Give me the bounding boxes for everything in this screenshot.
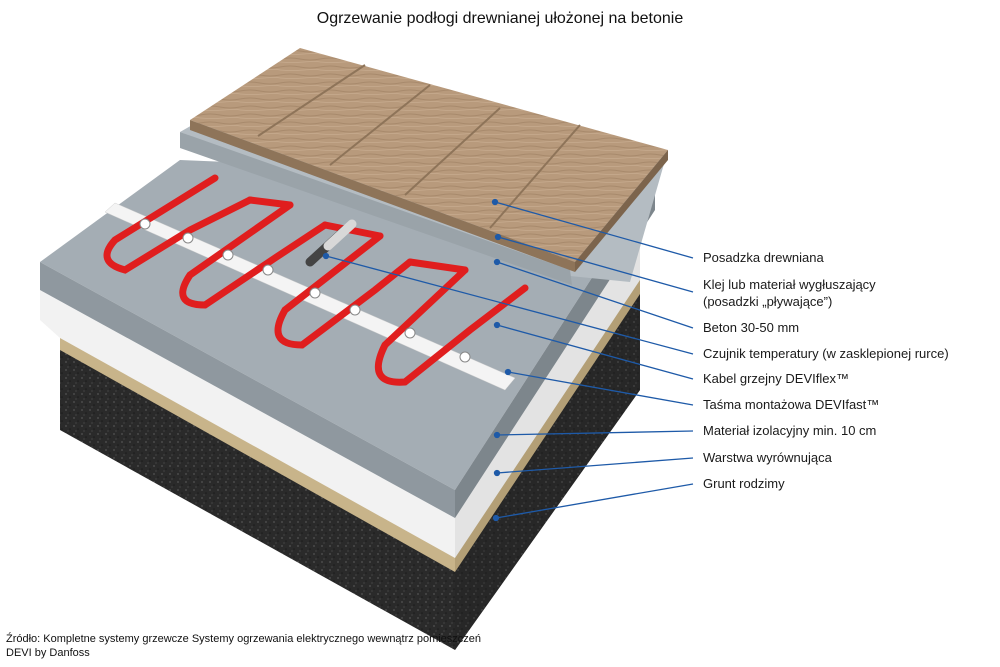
label-insulation: Materiał izolacyjny min. 10 cm bbox=[703, 423, 877, 438]
concrete-front bbox=[40, 262, 455, 518]
glue-layer-front bbox=[180, 132, 572, 285]
label-native-soil: Grunt rodzimy bbox=[703, 476, 785, 491]
label-glue-note: (posadzki „pływające”) bbox=[703, 294, 833, 309]
plank-seam bbox=[329, 84, 431, 166]
tape-clips bbox=[139, 218, 471, 363]
source-note: Źródło: Kompletne systemy grzewcze Syste… bbox=[6, 632, 481, 660]
soil-side-texture bbox=[455, 290, 640, 650]
label-mounting-tape: Taśma montażowa DEVIfast™ bbox=[703, 397, 880, 412]
soil-front bbox=[60, 345, 455, 650]
insulation-side bbox=[455, 225, 640, 558]
plank-seam bbox=[257, 64, 366, 137]
temperature-sensor bbox=[305, 219, 357, 267]
insulation-front bbox=[40, 285, 455, 558]
leveling-front bbox=[60, 335, 455, 572]
label-heating-cable: Kabel grzejny DEVIflex™ bbox=[703, 371, 849, 386]
source-line: DEVI by Danfoss bbox=[6, 647, 90, 659]
diagram-title: Ogrzewanie podłogi drewnianej ułożonej n… bbox=[316, 10, 684, 27]
plank-seam bbox=[404, 107, 501, 196]
mounting-tape bbox=[104, 202, 516, 391]
wood-front bbox=[190, 120, 575, 272]
plank-seam bbox=[489, 124, 581, 229]
leader-lines bbox=[322, 198, 694, 522]
label-concrete: Beton 30-50 mm bbox=[703, 320, 800, 335]
wood-side bbox=[575, 150, 668, 272]
label-temperature-sensor: Czujnik temperatury (w zasklepionej rurc… bbox=[703, 346, 949, 361]
source-line: Źródło: Kompletne systemy grzewcze Syste… bbox=[6, 633, 482, 645]
label-leveling-layer: Warstwa wyrównująca bbox=[703, 450, 832, 465]
label-glue: Klej lub materiał wygłuszający bbox=[703, 277, 876, 292]
label-wood-floor: Posadzka drewniana bbox=[703, 250, 824, 265]
heating-cable bbox=[103, 174, 529, 386]
